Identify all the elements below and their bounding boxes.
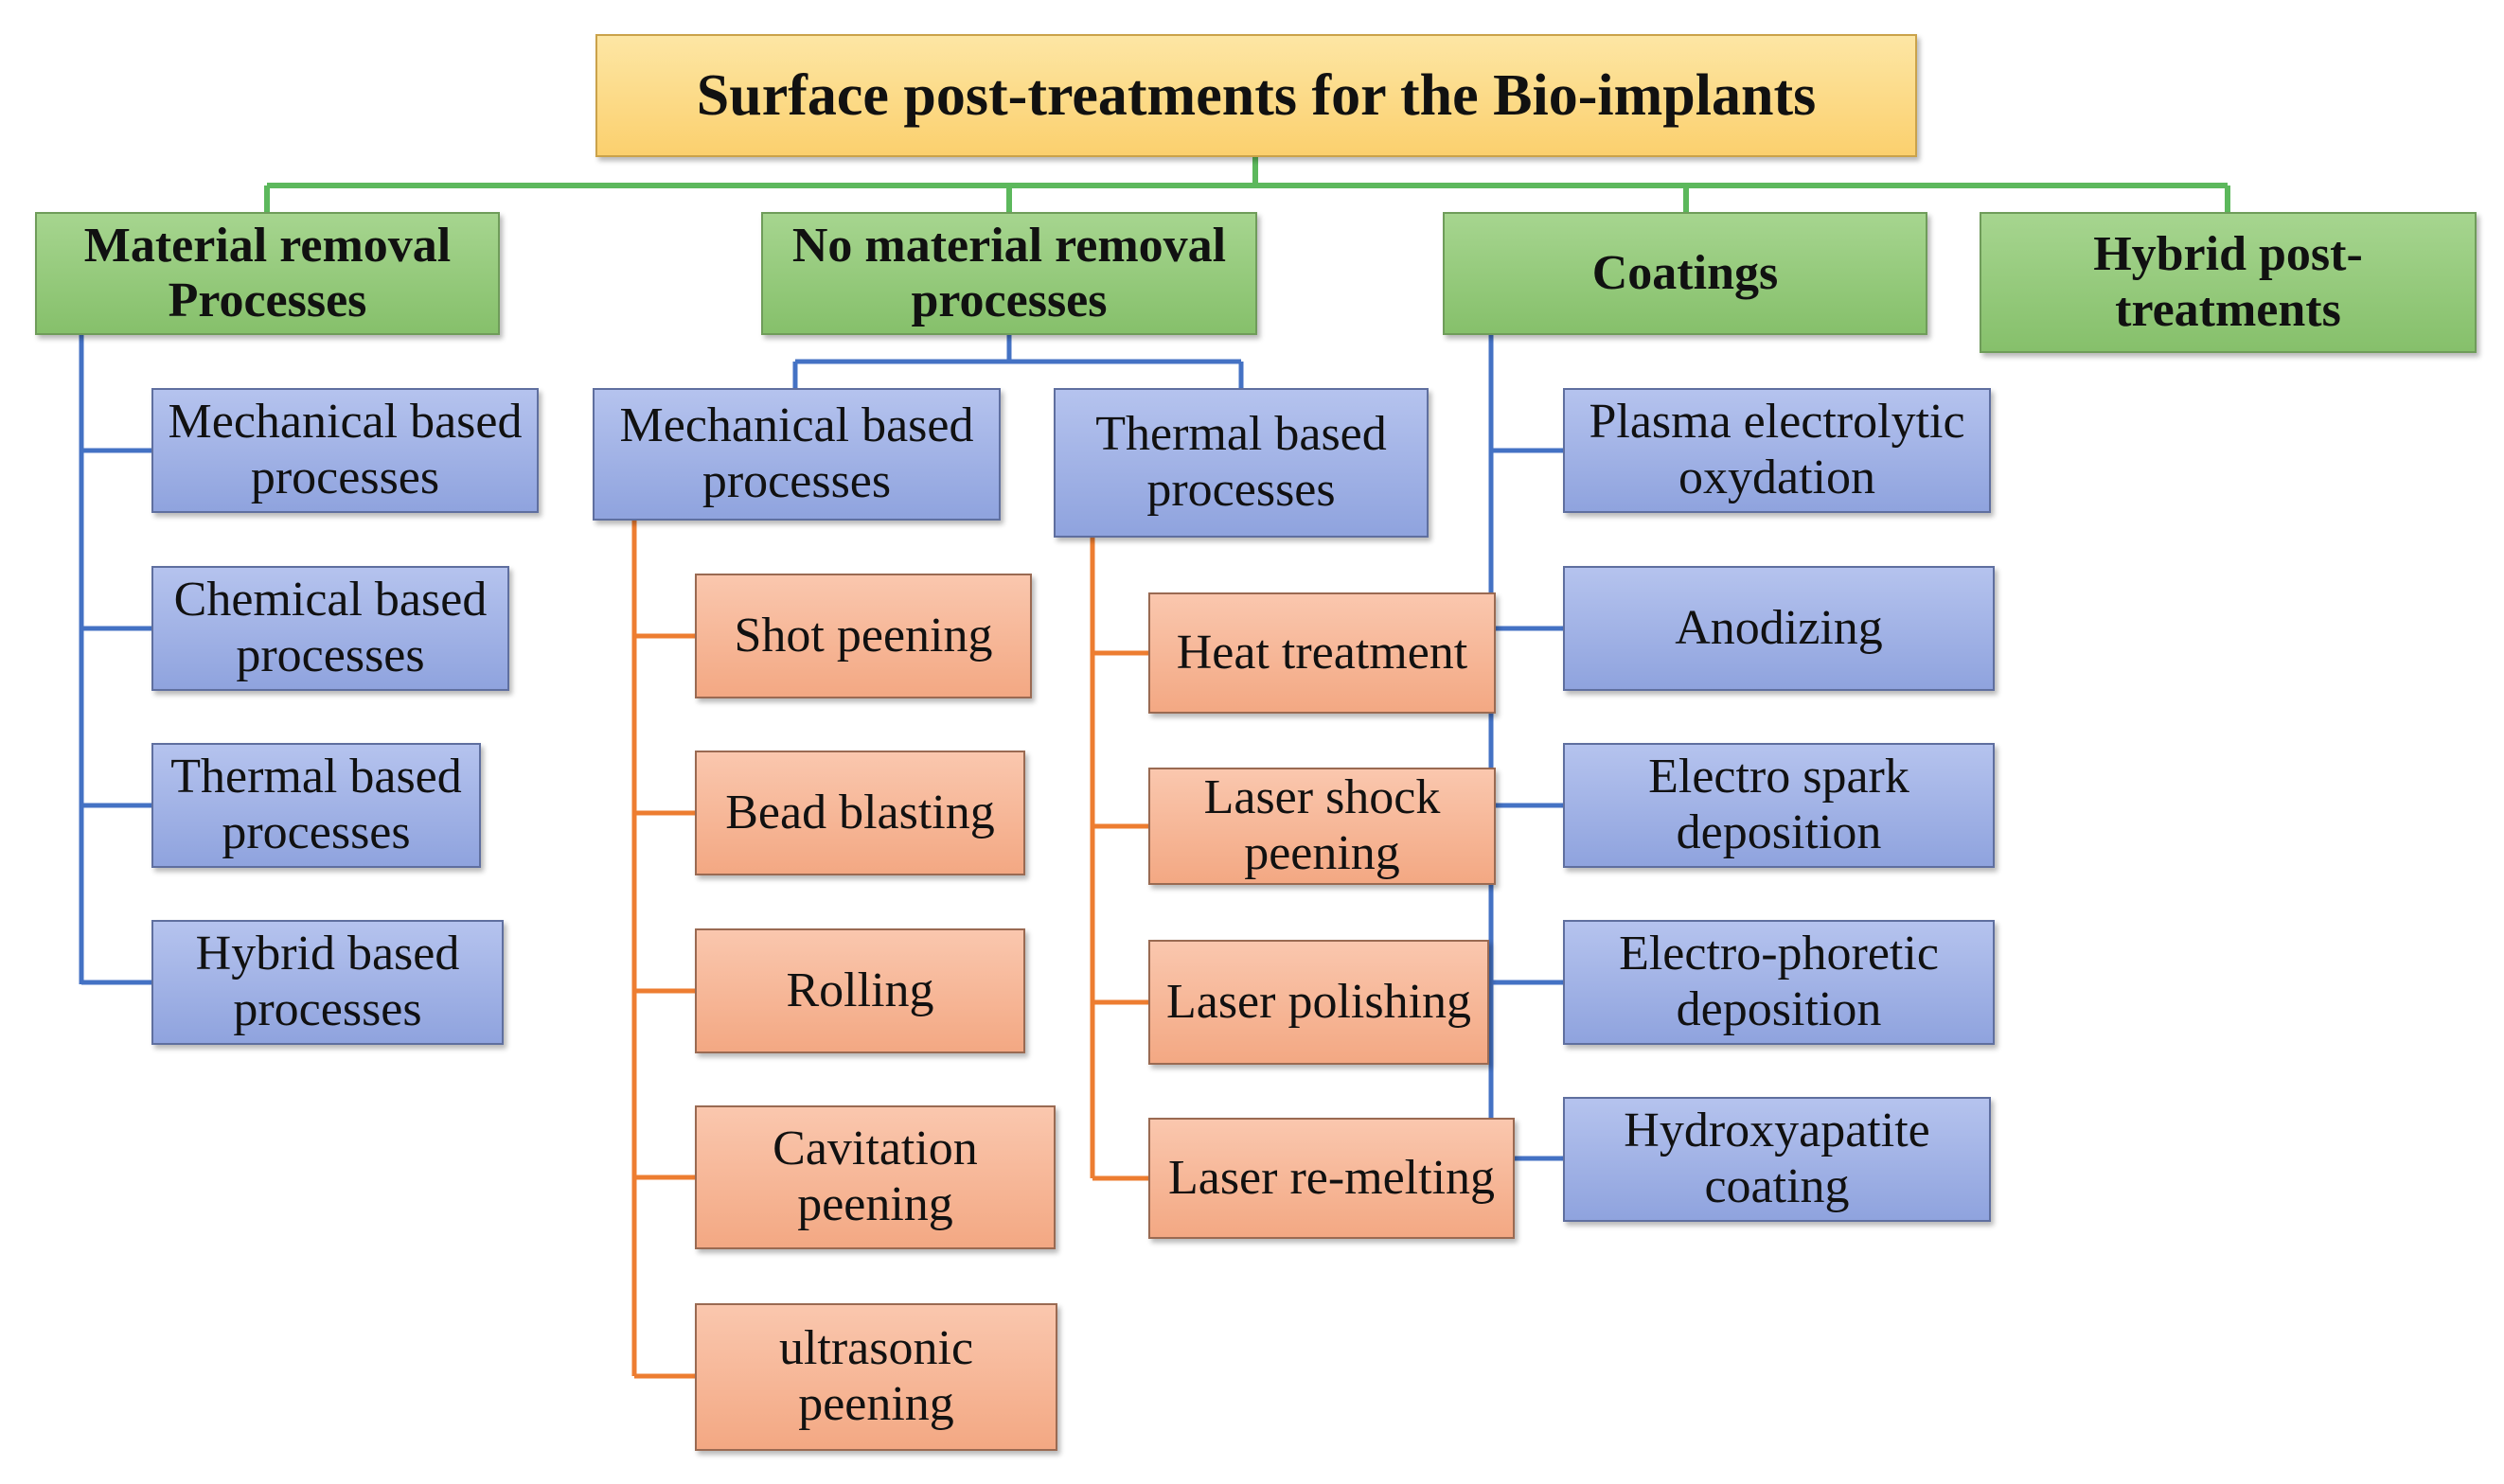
- material-removal-connectors: [79, 335, 151, 985]
- mechanical-item: Shot peening: [695, 574, 1032, 698]
- category-material-removal: Material removal Processes: [35, 212, 500, 335]
- item-label: Chemical based processes: [173, 573, 488, 682]
- item-label: Laser re-melting: [1167, 1150, 1496, 1205]
- mechanical-item: ultrasonic peening: [695, 1303, 1057, 1451]
- group-label: Thermal based processes: [1095, 407, 1387, 517]
- material-removal-item: Hybrid based processes: [151, 920, 504, 1045]
- root-connectors: [264, 157, 2230, 212]
- item-label: Anodizing: [1675, 600, 1883, 655]
- coatings-item: Plasma electrolytic oxydation: [1563, 388, 1991, 513]
- coatings-item: Hydroxyapatite coating: [1563, 1097, 1991, 1222]
- thermal-item: Laser shock peening: [1148, 768, 1496, 885]
- item-label: Rolling: [786, 963, 934, 1017]
- thermal-connectors: [1090, 538, 1148, 1181]
- mechanical-item: Cavitation peening: [695, 1105, 1056, 1249]
- item-label: Mechanical based processes: [168, 395, 523, 504]
- category-label: No material removal processes: [791, 218, 1227, 327]
- material-removal-item: Chemical based processes: [151, 566, 509, 691]
- thermal-item: Laser re-melting: [1148, 1118, 1515, 1239]
- category-label: Coatings: [1591, 245, 1779, 300]
- item-label: Plasma electrolytic oxydation: [1589, 395, 1965, 504]
- mechanical-item: Rolling: [695, 928, 1025, 1053]
- group-label: Mechanical based processes: [619, 398, 974, 508]
- coatings-item: Anodizing: [1563, 566, 1995, 691]
- coatings-connectors: [1488, 335, 1563, 1161]
- item-label: Heat treatment: [1176, 625, 1468, 680]
- item-label: Hybrid based processes: [195, 927, 460, 1036]
- coatings-item: Electro-phoretic deposition: [1563, 920, 1995, 1045]
- thermal-item: Laser polishing: [1148, 940, 1489, 1065]
- item-label: ultrasonic peening: [778, 1321, 974, 1431]
- mechanical-connectors: [631, 521, 695, 1379]
- category-coatings: Coatings: [1443, 212, 1927, 335]
- thermal-item: Heat treatment: [1148, 592, 1496, 714]
- category-hybrid: Hybrid post-treatments: [1980, 212, 2477, 353]
- item-label: Bead blasting: [725, 785, 995, 839]
- item-label: Electro-phoretic deposition: [1619, 927, 1939, 1036]
- item-label: Shot peening: [734, 608, 993, 662]
- group-mechanical-based: Mechanical based processes: [593, 388, 1001, 521]
- mechanical-item: Bead blasting: [695, 751, 1025, 875]
- item-label: Laser polishing: [1165, 974, 1472, 1029]
- material-removal-item: Mechanical based processes: [151, 388, 539, 513]
- root-title: Surface post-treatments for the Bio-impl…: [696, 62, 1817, 128]
- category-label: Material removal Processes: [83, 218, 452, 327]
- material-removal-item: Thermal based processes: [151, 743, 481, 868]
- item-label: Thermal based processes: [170, 750, 462, 859]
- category-label: Hybrid post-treatments: [2093, 227, 2363, 337]
- root-title-box: Surface post-treatments for the Bio-impl…: [595, 34, 1917, 157]
- item-label: Cavitation peening: [773, 1122, 978, 1231]
- item-label: Electro spark deposition: [1648, 750, 1909, 859]
- category-no-material-removal: No material removal processes: [761, 212, 1257, 335]
- item-label: Hydroxyapatite coating: [1624, 1104, 1930, 1213]
- item-label: Laser shock peening: [1203, 770, 1441, 880]
- coatings-item: Electro spark deposition: [1563, 743, 1995, 868]
- group-thermal-based: Thermal based processes: [1054, 388, 1429, 538]
- no-material-removal-connectors: [792, 335, 1244, 388]
